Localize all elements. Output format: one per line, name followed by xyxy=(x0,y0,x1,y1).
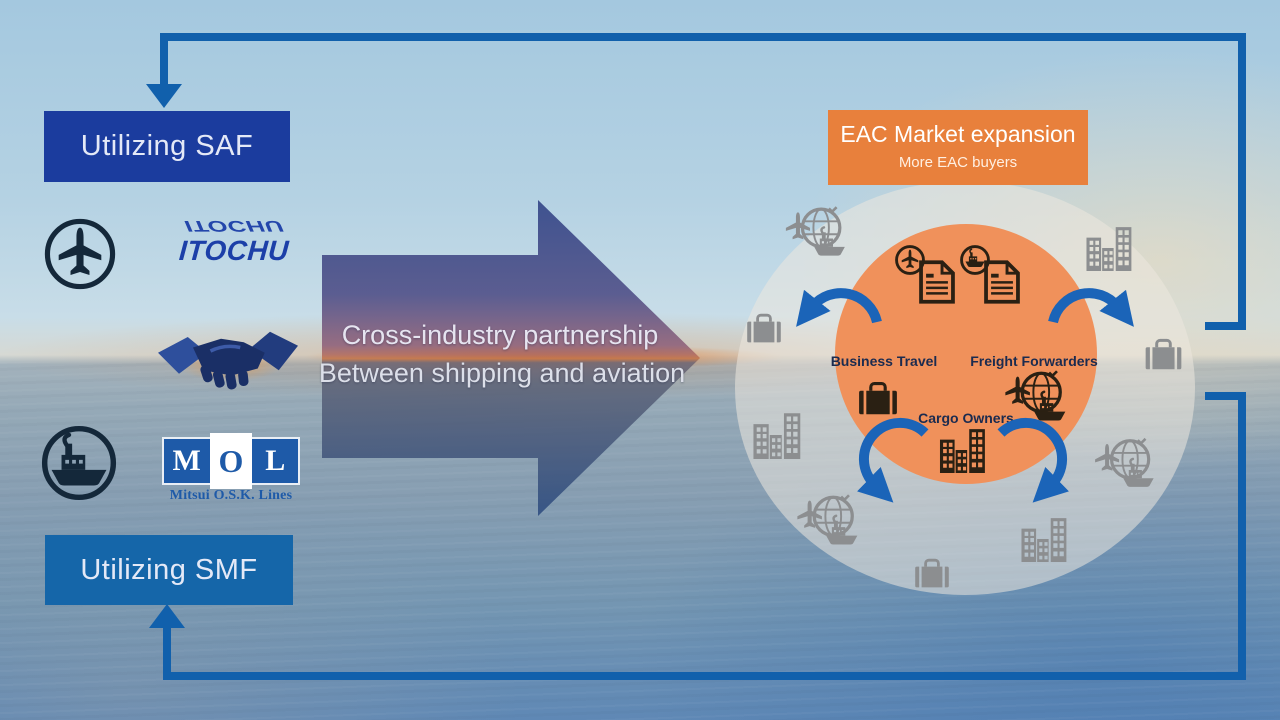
bottom-connector-right-vertical xyxy=(1238,392,1246,680)
ship-circle-icon xyxy=(41,425,117,501)
briefcase-icon xyxy=(913,558,951,589)
curved-arrow-lower-left-icon xyxy=(857,417,929,503)
mol-letter-o: O xyxy=(210,433,252,489)
eac-market-expansion-box: EAC Market expansion More EAC buyers xyxy=(828,110,1088,185)
top-connector-right-vertical xyxy=(1238,33,1246,330)
mol-logo: M O L Mitsui O.S.K. Lines xyxy=(162,433,300,504)
itochu-logo: ITOCHU ITOCHU xyxy=(164,217,304,266)
down-arrowhead-icon xyxy=(146,84,182,108)
arrow-text-line2: Between shipping and aviation xyxy=(318,358,686,388)
utilizing-smf-label: Utilizing SMF xyxy=(80,553,258,586)
bottom-connector-right-stub xyxy=(1205,392,1246,400)
top-connector-horizontal xyxy=(160,33,1246,41)
aviation-badge-icon xyxy=(895,245,925,275)
top-connector-left-vertical xyxy=(160,33,168,87)
plane-globe-ship-icon xyxy=(793,490,863,549)
partnership-arrow xyxy=(322,200,700,516)
bottom-connector-horizontal xyxy=(163,672,1246,680)
itochu-logo-text: ITOCHU xyxy=(178,235,291,266)
mol-logo-bar: M O L xyxy=(162,433,300,489)
plane-globe-ship-icon xyxy=(1093,433,1157,492)
mol-letter-l: L xyxy=(265,444,286,477)
utilizing-smf-box: Utilizing SMF xyxy=(45,535,293,605)
utilizing-saf-label: Utilizing SAF xyxy=(80,130,254,162)
curved-arrow-upper-left-icon xyxy=(796,288,882,327)
business-travel-label: Business Travel xyxy=(830,353,938,369)
shipping-badge-icon xyxy=(960,245,990,275)
utilizing-saf-box: Utilizing SAF xyxy=(44,111,290,182)
curved-arrow-lower-right-icon xyxy=(997,417,1069,503)
buildings-icon xyxy=(1086,227,1132,271)
mol-caption: Mitsui O.S.K. Lines xyxy=(169,488,293,503)
buildings-icon xyxy=(753,413,801,459)
eac-title: EAC Market expansion xyxy=(840,121,1076,147)
briefcase-icon xyxy=(1144,338,1183,371)
eac-subtitle: More EAC buyers xyxy=(898,154,1018,171)
plane-globe-ship-icon xyxy=(780,202,852,260)
mol-letter-m: M xyxy=(172,444,201,477)
top-connector-right-stub xyxy=(1205,322,1246,330)
arrow-text-line1: Cross-industry partnership xyxy=(341,320,659,350)
cargo-owners-label: Cargo Owners xyxy=(918,410,1014,426)
freight-forwarders-label: Freight Forwarders xyxy=(970,353,1098,369)
handshake-icon xyxy=(158,331,298,390)
bottom-connector-left-vertical xyxy=(163,628,171,680)
up-arrowhead-icon xyxy=(149,604,185,628)
curved-arrow-upper-right-icon xyxy=(1048,288,1134,327)
buildings-icon xyxy=(1021,518,1067,562)
airplane-circle-icon xyxy=(44,218,116,290)
circulation-arrows xyxy=(796,288,1134,503)
briefcase-icon xyxy=(745,313,783,344)
itochu-logo-reflection: ITOCHU xyxy=(183,217,284,235)
